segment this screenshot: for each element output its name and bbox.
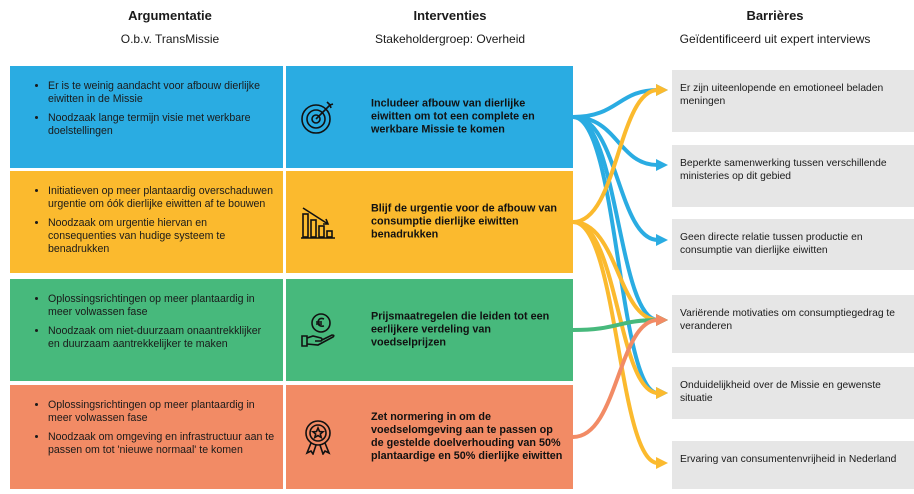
column-title: Interventies [413, 8, 487, 23]
argument-box: Er is te weinig aandacht voor afbouw die… [10, 66, 283, 168]
column-subtitle: Geïdentificeerd uit expert interviews [679, 32, 871, 46]
intervention-box: Includeer afbouw van dierlijke eiwitten … [286, 66, 573, 168]
argument-box: Oplossingsrichtingen op meer plantaardig… [10, 385, 283, 489]
arrowhead [656, 234, 668, 246]
argument-item: Er is te weinig aandacht voor afbouw die… [48, 80, 275, 106]
barrier-box: Ervaring van consumentenvrijheid in Nede… [672, 441, 914, 489]
barrier-box: Er zijn uiteenlopende en emotioneel bela… [672, 70, 914, 132]
connection-line [572, 318, 659, 439]
column-subtitle: Stakeholdergroep: Overheid [374, 32, 526, 46]
intervention-box: Blijf de urgentie voor de afbouw van con… [286, 171, 573, 273]
intervention-text: Prijsmaatregelen die leiden tot een eerl… [371, 310, 550, 349]
argument-item: Noodzaak om urgentie hiervan en conseque… [48, 217, 275, 256]
intervention-text: Includeer afbouw van dierlijke eiwitten … [371, 97, 535, 136]
column-title: Barrières [746, 8, 804, 23]
declining-bar-chart-icon [300, 204, 336, 240]
barrier-box: Variërende motivaties om consumptiegedra… [672, 295, 914, 353]
connection-line [572, 318, 659, 332]
column-title: Argumentatie [128, 8, 212, 23]
row-price: Oplossingsrichtingen op meer plantaardig… [10, 279, 573, 381]
intervention-box: Prijsmaatregelen die leiden tot een eerl… [286, 279, 573, 381]
arrowhead [656, 387, 668, 399]
barrier-box: Onduidelijkheid over de Missie en gewens… [672, 367, 914, 419]
row-urgency: Initiatieven op meer plantaardig oversch… [10, 171, 573, 273]
intervention-text: Zet normering in om de voedselomgeving a… [371, 411, 563, 462]
argument-box: Initiatieven op meer plantaardig oversch… [10, 171, 283, 273]
connection-line [572, 220, 659, 465]
intervention-box: Zet normering in om de voedselomgeving a… [286, 385, 573, 489]
intervention-text: Blijf de urgentie voor de afbouw van con… [371, 202, 557, 241]
argument-item: Noodzaak om omgeving en infrastructuur a… [48, 431, 275, 457]
arrowhead [656, 314, 668, 326]
arrowhead [656, 159, 668, 171]
award-badge-icon [300, 419, 336, 456]
argument-item: Initiatieven op meer plantaardig oversch… [48, 185, 275, 211]
connection-line [572, 115, 659, 242]
header-argumentatie: Argumentatie O.b.v. TransMissie [70, 8, 270, 46]
column-subtitle: O.b.v. TransMissie [120, 32, 220, 46]
target-icon [300, 99, 336, 135]
arrowhead [656, 457, 668, 469]
argument-item: Noodzaak lange termijn visie met werkbar… [48, 112, 275, 138]
row-norms: Oplossingsrichtingen op meer plantaardig… [10, 385, 573, 489]
argument-item: Oplossingsrichtingen op meer plantaardig… [48, 293, 275, 319]
row-mission: Er is te weinig aandacht voor afbouw die… [10, 66, 573, 168]
barrier-box: Geen directe relatie tussen productie en… [672, 219, 914, 270]
connection-line [572, 88, 659, 119]
argument-item: Noodzaak om niet-duurzaam onaantrekklijk… [48, 325, 275, 351]
argument-box: Oplossingsrichtingen op meer plantaardig… [10, 279, 283, 381]
argument-item: Oplossingsrichtingen op meer plantaardig… [48, 399, 275, 425]
connection-line [572, 88, 659, 224]
header-interventies: Interventies Stakeholdergroep: Overheid [340, 8, 560, 46]
connection-line [572, 115, 659, 395]
barrier-box: Beperkte samenwerking tussen verschillen… [672, 145, 914, 207]
arrowhead [656, 84, 668, 96]
hand-euro-coin-icon [300, 312, 336, 348]
header-barrieres: Barrières Geïdentificeerd uit expert int… [650, 8, 900, 46]
